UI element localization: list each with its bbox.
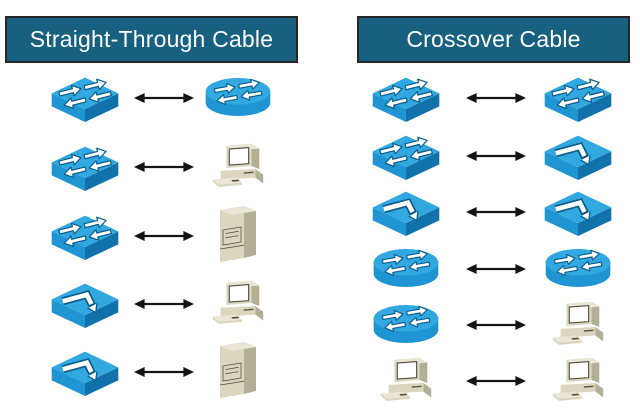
workgroup-switch-icon bbox=[51, 76, 119, 123]
bidirectional-arrow-icon bbox=[464, 91, 528, 105]
bidirectional-arrow-icon bbox=[464, 149, 528, 163]
hub-icon bbox=[541, 183, 615, 241]
pc-icon bbox=[552, 301, 604, 346]
straight-through-cable-header: Straight-Through Cable bbox=[5, 16, 298, 63]
router-icon bbox=[373, 248, 439, 288]
workgroup-switch-icon bbox=[51, 145, 119, 192]
bidirectional-arrow-icon bbox=[132, 160, 196, 174]
crossover-cable-header: Crossover Cable bbox=[357, 16, 630, 63]
hub-icon bbox=[48, 343, 122, 401]
hub-icon bbox=[369, 183, 443, 241]
bidirectional-arrow-icon bbox=[464, 374, 528, 388]
router-icon bbox=[373, 304, 439, 344]
hub-icon bbox=[541, 127, 615, 185]
pc-icon bbox=[212, 280, 264, 325]
workgroup-switch-icon bbox=[372, 76, 440, 123]
pc-icon bbox=[380, 357, 432, 402]
pc-icon bbox=[552, 357, 604, 402]
bidirectional-arrow-icon bbox=[132, 365, 196, 379]
router-icon bbox=[545, 248, 611, 288]
server-icon bbox=[219, 205, 257, 263]
bidirectional-arrow-icon bbox=[464, 205, 528, 219]
pc-icon bbox=[212, 143, 264, 188]
bidirectional-arrow-icon bbox=[132, 229, 196, 243]
workgroup-switch-icon bbox=[51, 214, 119, 261]
bidirectional-arrow-icon bbox=[464, 262, 528, 276]
router-icon bbox=[205, 77, 271, 117]
server-icon bbox=[219, 341, 257, 399]
bidirectional-arrow-icon bbox=[132, 91, 196, 105]
workgroup-switch-icon bbox=[544, 76, 612, 123]
workgroup-switch-icon bbox=[372, 134, 440, 181]
bidirectional-arrow-icon bbox=[132, 297, 196, 311]
hub-icon bbox=[48, 275, 122, 333]
bidirectional-arrow-icon bbox=[464, 318, 528, 332]
